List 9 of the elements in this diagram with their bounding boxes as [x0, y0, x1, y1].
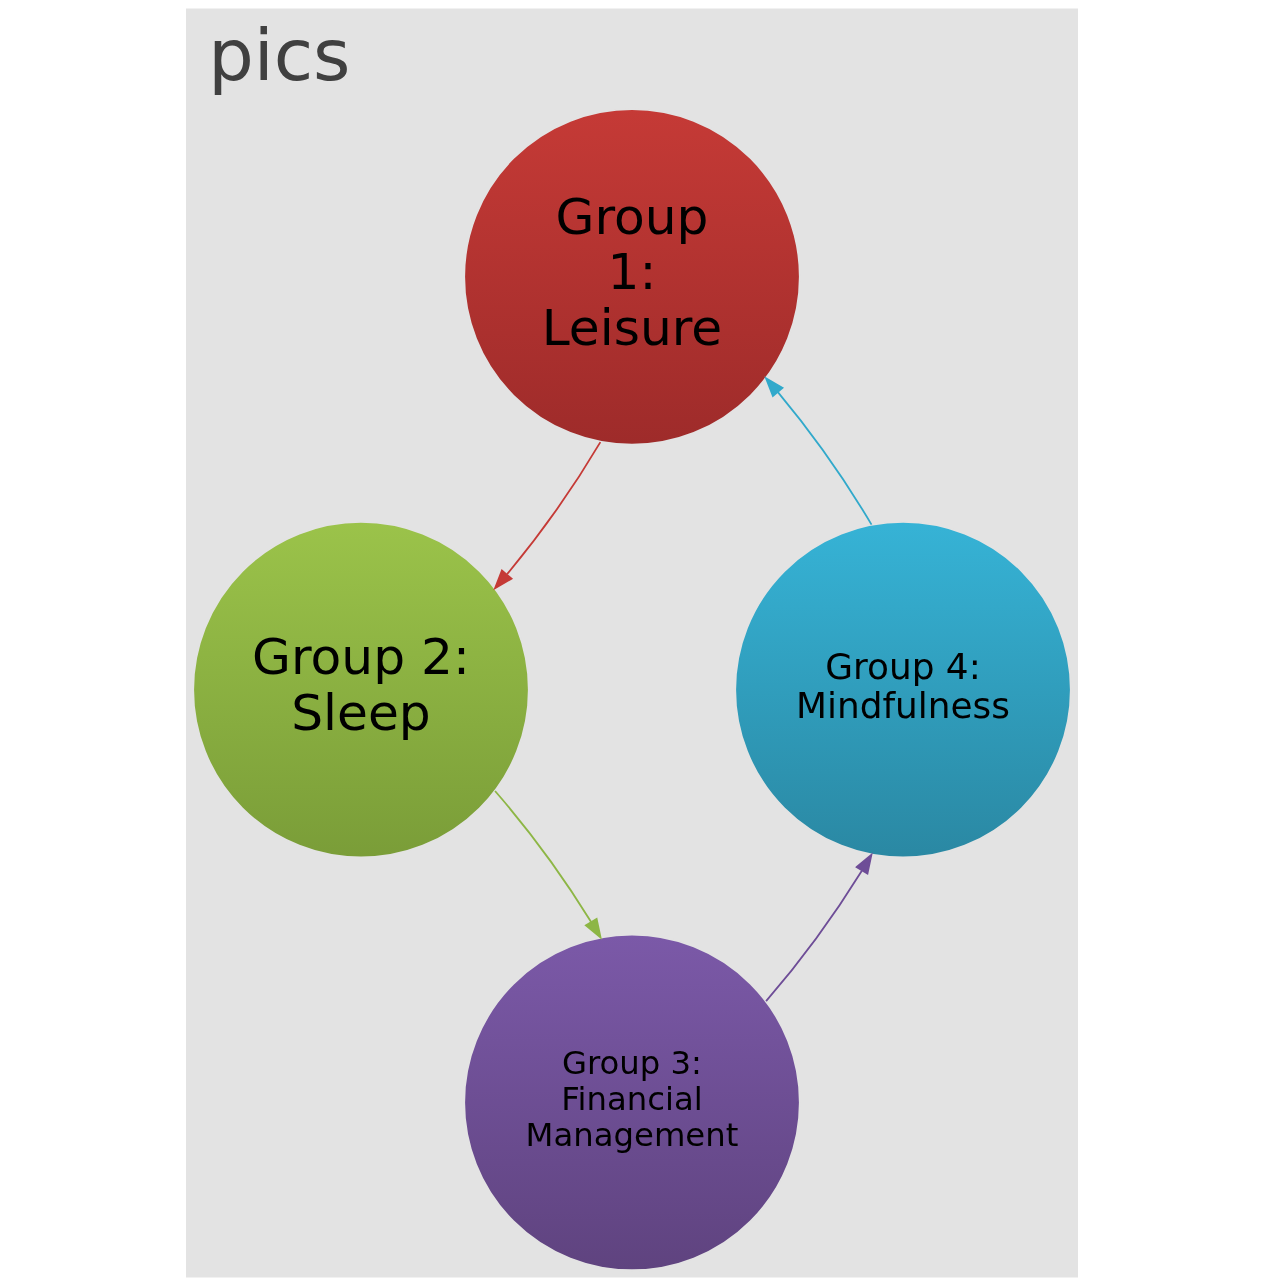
node-circle: Group 4: Mindfulness [733, 520, 1072, 859]
node-circle: Group 1: Leisure [462, 108, 801, 446]
node-circle: Group 2: Sleep [191, 520, 530, 859]
arrow [492, 441, 601, 591]
diagram-title: pics [207, 13, 351, 98]
arrow [493, 790, 602, 940]
node-circle: Group 3: Financial Management [462, 933, 801, 1272]
arrow [763, 376, 872, 526]
arrow [764, 852, 873, 1002]
